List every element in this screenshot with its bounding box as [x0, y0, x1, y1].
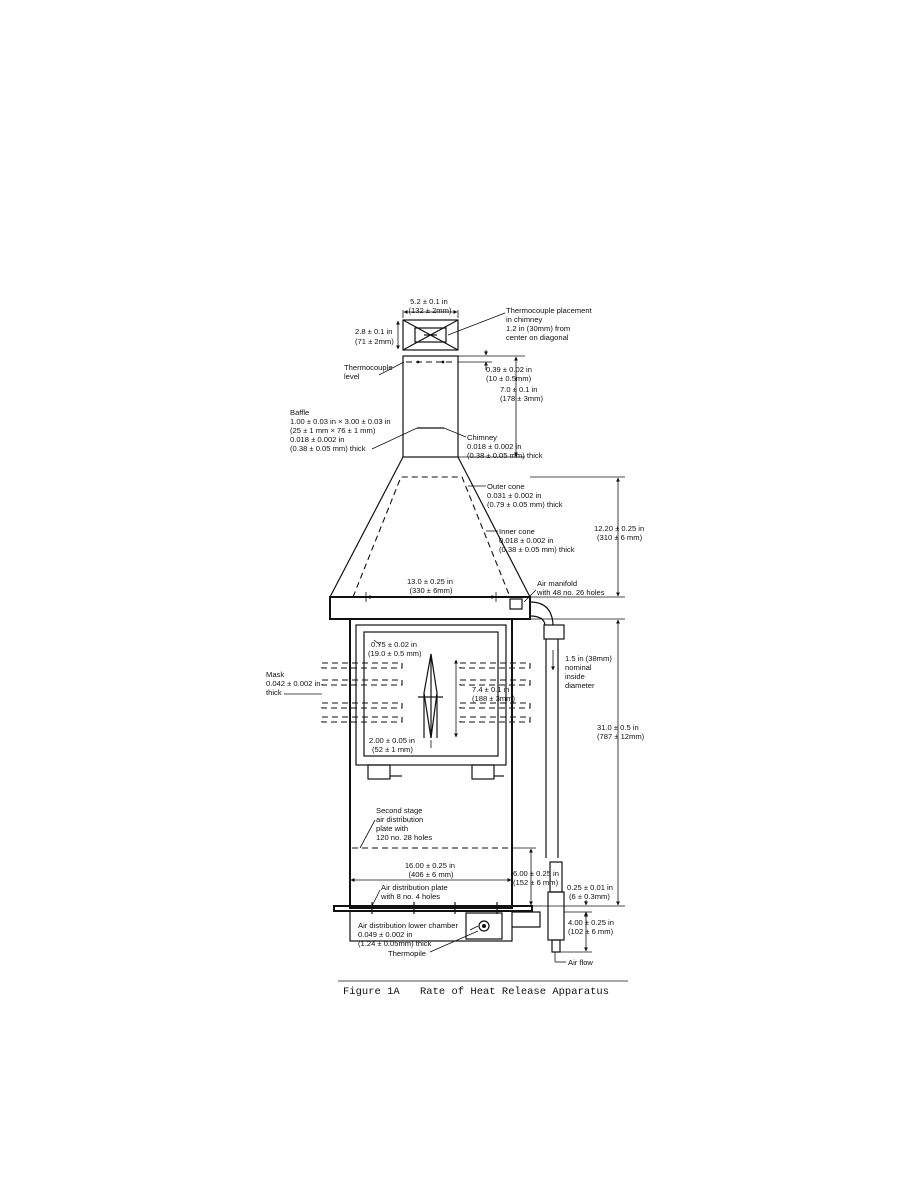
plate-height-label: 6.00 ± 0.25 in (152 ± 6 mm) — [513, 869, 561, 887]
lower-chamber — [349, 910, 513, 942]
pipe-diameter-label: 1.5 in (38mm) nominal inside diameter — [565, 654, 614, 690]
chimney-width-label: 5.2 ± 0.1 in (132 ± 2mm) — [409, 297, 452, 315]
heater-rods — [321, 662, 531, 723]
air-inlet — [512, 861, 565, 953]
inner-cone — [352, 476, 511, 598]
plate-thickness-label: 0.25 ± 0.01 in (6 ± 0.3mm) — [567, 883, 615, 901]
window-width-label: 2.00 ± 0.05 in (52 ± 1 mm) — [369, 736, 417, 754]
window-height-label: 7.4 ± 0.1 in (188 ± 3mm) — [472, 685, 515, 703]
inlet-height-label: 4.00 ± 0.25 in (102 ± 6 mm) — [568, 918, 616, 936]
plate-holes — [371, 902, 498, 914]
cone-height-label: 12.20 ± 0.25 in (310 ± 6 mm) — [594, 524, 646, 542]
thermopile-label: Thermopile — [388, 949, 426, 958]
chimney-label: Chimney 0.018 ± 0.002 in (0.38 ± 0.05 mm… — [467, 433, 543, 460]
manifold-elbow — [529, 601, 554, 626]
air-manifold — [329, 596, 531, 620]
mask-frame-label: 0.75 ± 0.02 in (19.0 ± 0.5 mm) — [368, 640, 422, 658]
chimney-top-view — [402, 319, 459, 351]
chimney-height-label: 7.0 ± 0.1 in (178 ± 3mm) — [500, 385, 543, 403]
chimney — [402, 355, 459, 458]
thermocouple-placement-label: Thermocouple placement in chimney 1.2 in… — [506, 306, 594, 342]
thermocouple-offset-label: 0.39 ± 0.02 in (10 ± 0.5mm) — [486, 365, 534, 383]
inner-cone-label: Inner cone 0.018 ± 0.002 in (0.38 ± 0.05… — [499, 527, 575, 554]
box-width-label: 16.00 ± 0.25 in (406 ± 6 mm) — [405, 861, 457, 879]
outer-cone — [329, 456, 531, 598]
thermocouple-level-label: Thermocouple level — [344, 363, 395, 381]
figure-title: Rate of Heat Release Apparatus — [420, 986, 609, 998]
thermopile-box — [465, 912, 503, 940]
box-height-label: 31.0 ± 0.5 in (787 ± 12mm) — [597, 723, 645, 741]
figure-number: Figure 1A — [343, 986, 400, 998]
inner-frame — [355, 624, 507, 766]
lower-chamber-label: Air distribution lower chamber 0.049 ± 0… — [358, 921, 460, 948]
cone-base-label: 13.0 ± 0.25 in (330 ± 6mm) — [407, 577, 455, 595]
air-flow-label: Air flow — [568, 958, 593, 967]
thermopile-icon — [478, 920, 490, 932]
air-manifold-label: Air manifold with 48 no. 26 holes — [536, 579, 605, 597]
mask-label: Mask 0.042 ± 0.002 in thick — [266, 670, 323, 697]
dist-plate-label: Air distribution plate with 8 no. 4 hole… — [380, 883, 450, 901]
baffle-label: Baffle 1.00 ± 0.03 in × 3.00 ± 0.03 in (… — [290, 408, 393, 453]
outer-cone-label: Outer cone 0.031 ± 0.002 in (0.79 ± 0.05… — [487, 482, 563, 509]
main-box — [349, 618, 513, 909]
chimney-depth-label: 2.8 ± 0.1 in (71 ± 2mm) — [355, 327, 395, 346]
second-stage-label: Second stage air distribution plate with… — [376, 806, 432, 842]
